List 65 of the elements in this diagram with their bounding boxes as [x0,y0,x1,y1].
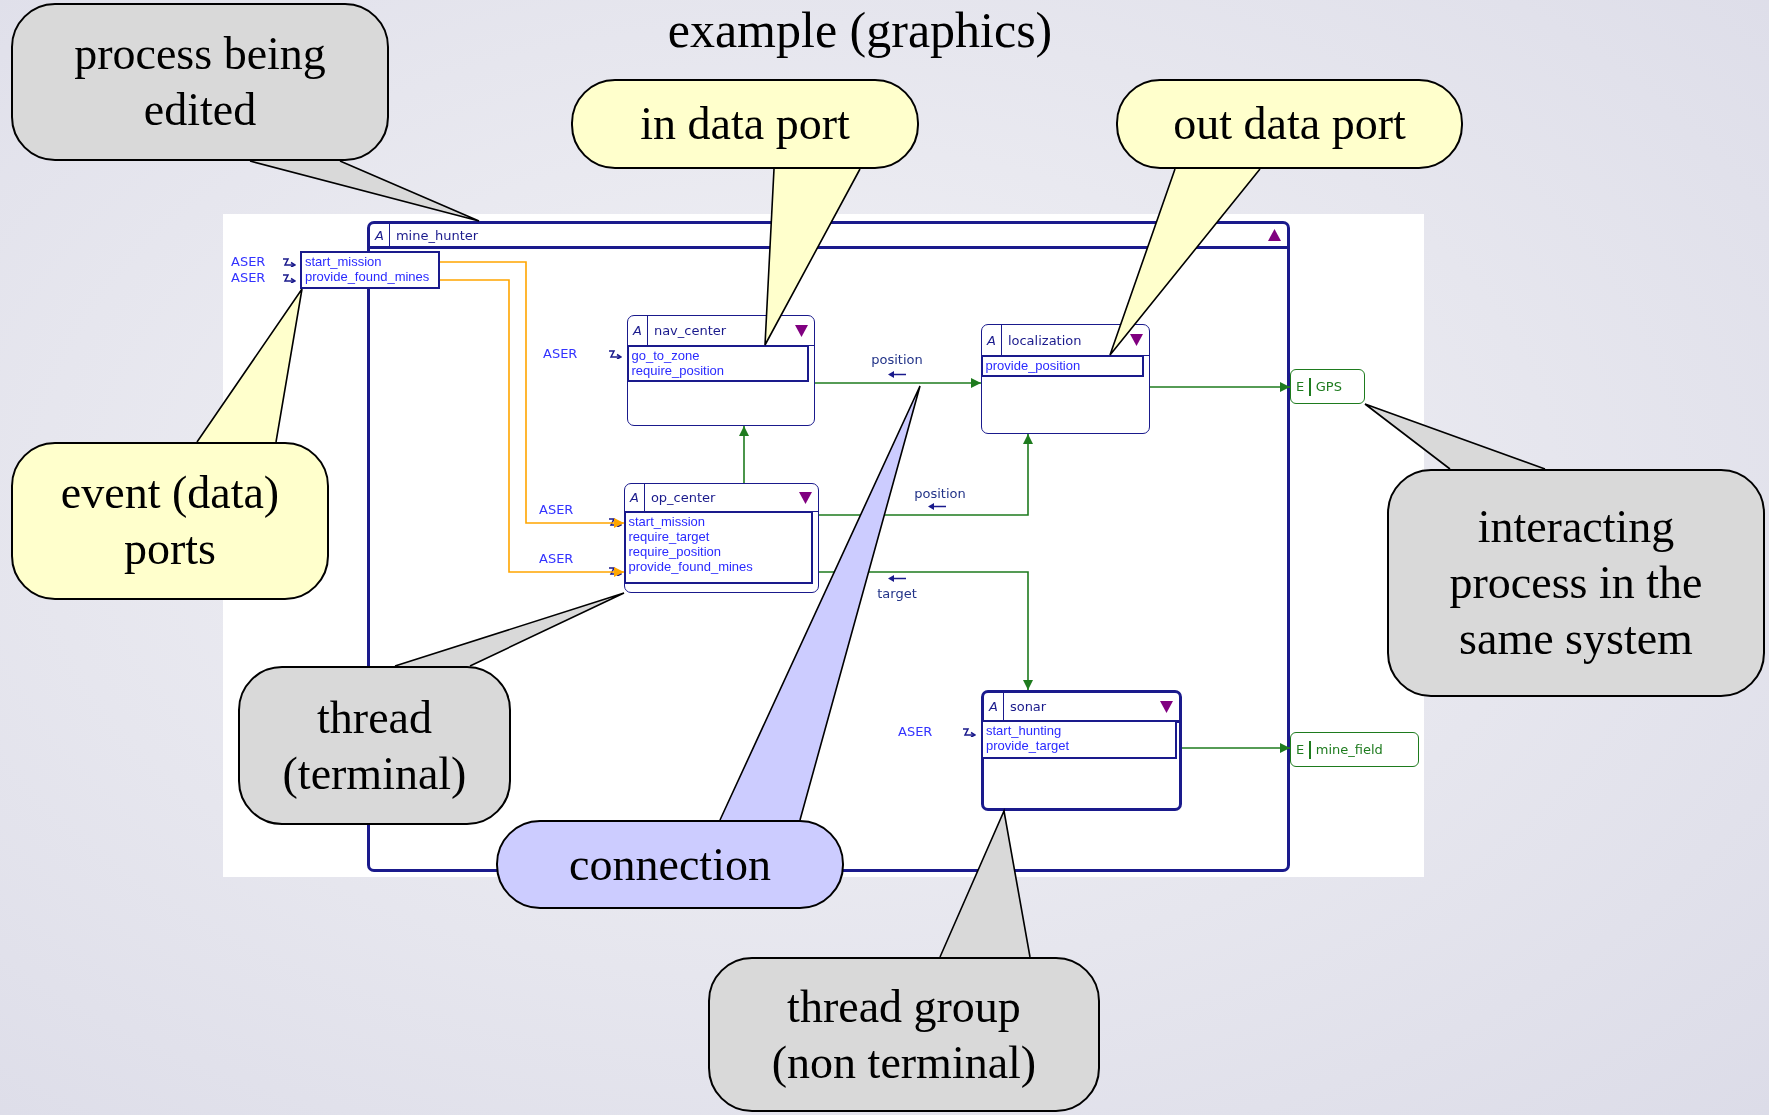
protocol-label: ASER [543,346,578,362]
process-name: localization [1006,332,1082,348]
connector-arrow [818,433,1033,516]
port-name: GPS [1315,379,1342,394]
protocol-label: ASER [231,254,266,270]
port-name: go_to_zone [631,347,701,363]
protocol-label: ASER [898,724,933,740]
thread-box [624,483,819,593]
protocol-label: ASER [231,270,266,286]
connector-arrow [814,378,982,388]
port-name: provide_found_mines [305,269,431,284]
connector-arrow [818,571,1033,691]
category-letter: A [370,224,390,246]
process-name: mine_hunter [394,227,479,243]
callout-text: out data port [1173,97,1406,151]
port-list-box [626,344,809,382]
callout-pointer [196,288,303,443]
thread-group-box [981,690,1182,811]
process-name: nav_center [652,323,727,338]
port-name: start_hunting [986,723,1063,738]
protocol-label: ASER [539,502,574,518]
connector-arrow [1149,382,1291,392]
port-name: start_mission [628,513,707,529]
port-name: provide_position [985,357,1082,373]
category-letter: E [1296,379,1305,394]
port-list-box [623,510,813,584]
thread-box [627,315,815,426]
port-name: provide_found_mines [628,558,754,574]
connector-arrow [739,425,749,484]
port-list-box [980,354,1144,377]
title: example (graphics) [666,2,1054,58]
external-port-box [1290,369,1365,404]
port-list-box [981,720,1177,759]
port-name: require_position [631,362,725,378]
port-name: mine_field [1315,742,1383,757]
callout-pointer [1109,168,1261,356]
port-name: start_mission [305,254,383,269]
callout-pointer [764,168,861,346]
edge-label: position [912,486,968,502]
callout-text: connection [569,837,771,892]
edge-label: target [875,586,919,602]
protocol-label: ASER [539,551,574,567]
port-name: provide_target [986,738,1071,753]
external-port-box [1290,732,1419,767]
port-name: require_target [628,528,711,544]
callout-pointer [1364,403,1546,470]
port-list-box [300,251,440,289]
callout-text: process being edited [73,27,327,137]
callout-pointer [394,592,625,667]
callout-pointer [939,808,1031,958]
edge-label: position [869,352,925,368]
thread-box [981,324,1150,434]
process-name: op_center [649,490,716,505]
callout-text: in data port [640,97,850,151]
callout-text: event (data) ports [59,466,281,576]
category-letter: E [1296,742,1305,757]
port-name: require_position [628,543,722,559]
callout-text: thread (terminal) [281,690,468,801]
process-name: sonar [1008,699,1047,714]
connector-arrow [1181,743,1291,753]
callout-pointer [249,160,480,222]
callout-text: interacting process in the same system [1448,500,1704,666]
connector-arrow [439,261,625,528]
connector-arrow [439,279,625,577]
callout-text: thread group (non terminal) [770,979,1038,1090]
